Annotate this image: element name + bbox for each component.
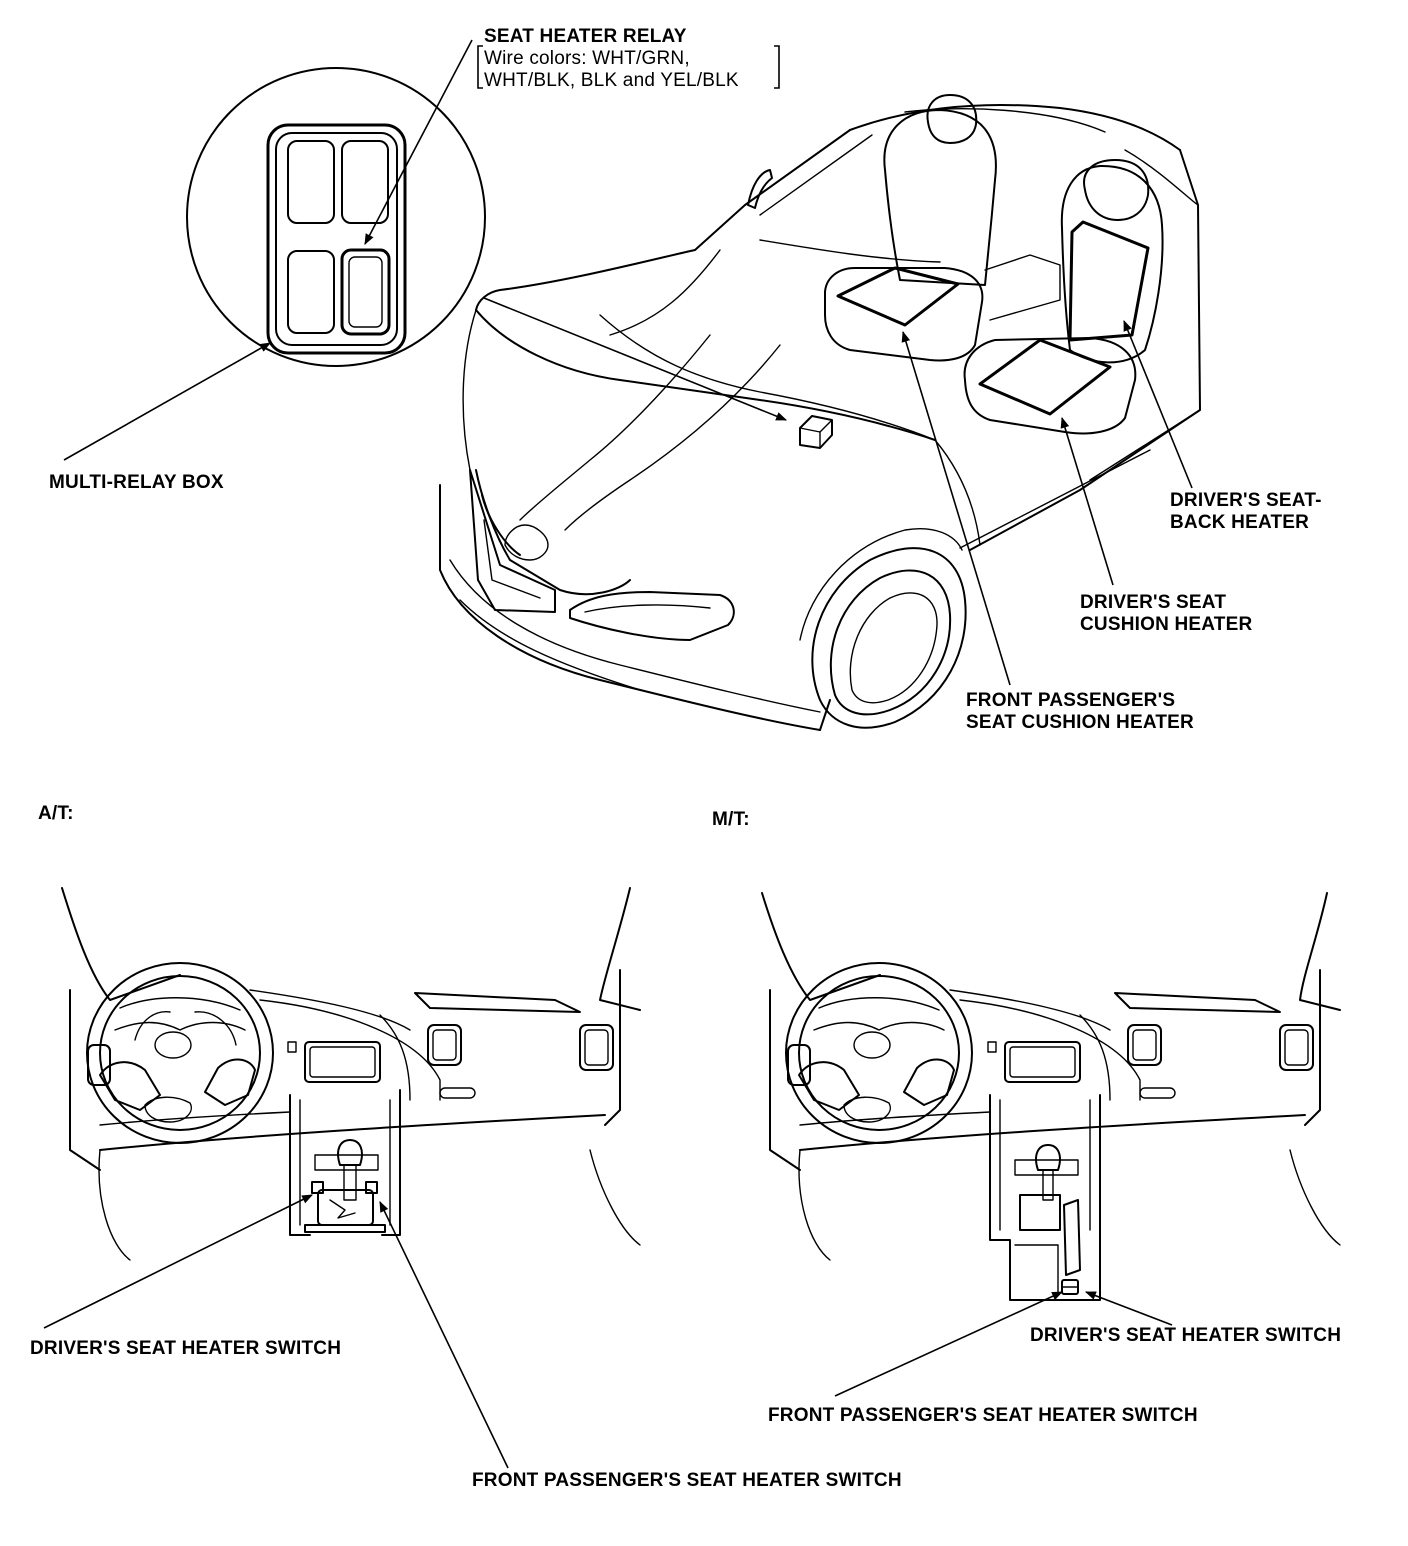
wire-colors-line-2: WHT/BLK, BLK and YEL/BLK bbox=[484, 70, 739, 91]
relay-top-left bbox=[287, 140, 335, 224]
multi-relay-box-location bbox=[799, 415, 833, 449]
relay-top-right bbox=[341, 140, 389, 224]
mt-heading: M/T: bbox=[712, 809, 750, 830]
driver-seatback-heater-pad bbox=[1068, 220, 1150, 342]
driver-cushion-heater-pad bbox=[978, 338, 1112, 416]
relay-bottom-left bbox=[287, 250, 335, 334]
drivers-seat-cushion-heater-label: DRIVER'S SEAT CUSHION HEATER bbox=[1080, 592, 1252, 636]
front-passengers-cushion-line-2: SEAT CUSHION HEATER bbox=[966, 712, 1194, 733]
multi-relay-box-label: MULTI-RELAY BOX bbox=[49, 472, 224, 493]
at-heading: A/T: bbox=[38, 803, 74, 824]
seat-heater-relay bbox=[340, 248, 391, 336]
at-dashboard bbox=[61, 887, 641, 1261]
top-leader-lines bbox=[63, 39, 1193, 686]
at-drivers-switch-icon bbox=[311, 1181, 324, 1194]
wire-colors-bracket bbox=[477, 45, 780, 89]
drivers-seatback-heater-label: DRIVER'S SEAT- BACK HEATER bbox=[1170, 490, 1322, 534]
drivers-seat-cushion-heater-line-2: CUSHION HEATER bbox=[1080, 614, 1253, 635]
at-drivers-seat-heater-switch-label: DRIVER'S SEAT HEATER SWITCH bbox=[30, 1338, 342, 1359]
drivers-seatback-heater-line-2: BACK HEATER bbox=[1170, 512, 1310, 533]
seat-heater-relay-label: SEAT HEATER RELAY Wire colors: WHT/GRN, … bbox=[484, 26, 739, 92]
car-illustration bbox=[439, 94, 1201, 731]
bottom-leader-lines bbox=[43, 1194, 1173, 1469]
mt-front-passengers-seat-heater-switch-label: FRONT PASSENGER'S SEAT HEATER SWITCH bbox=[768, 1405, 1198, 1426]
drivers-seat-cushion-heater-line-1: DRIVER'S SEAT bbox=[1080, 592, 1227, 613]
passenger-cushion-heater-pad bbox=[836, 266, 960, 327]
at-passengers-switch-icon bbox=[365, 1181, 378, 1194]
drivers-seatback-heater-line-1: DRIVER'S SEAT- bbox=[1170, 490, 1322, 511]
relay-box-magnifier bbox=[186, 67, 486, 367]
front-passengers-seat-cushion-heater-label: FRONT PASSENGER'S SEAT CUSHION HEATER bbox=[966, 690, 1194, 734]
wire-colors-line-1: Wire colors: WHT/GRN, bbox=[484, 48, 690, 69]
mt-drivers-seat-heater-switch-label: DRIVER'S SEAT HEATER SWITCH bbox=[1030, 1325, 1342, 1346]
seat-heater-relay-title: SEAT HEATER RELAY bbox=[484, 26, 687, 47]
at-front-passengers-seat-heater-switch-label: FRONT PASSENGER'S SEAT HEATER SWITCH bbox=[472, 1470, 902, 1491]
front-passengers-cushion-line-1: FRONT PASSENGER'S bbox=[966, 690, 1176, 711]
mt-dashboard bbox=[761, 892, 1341, 1301]
